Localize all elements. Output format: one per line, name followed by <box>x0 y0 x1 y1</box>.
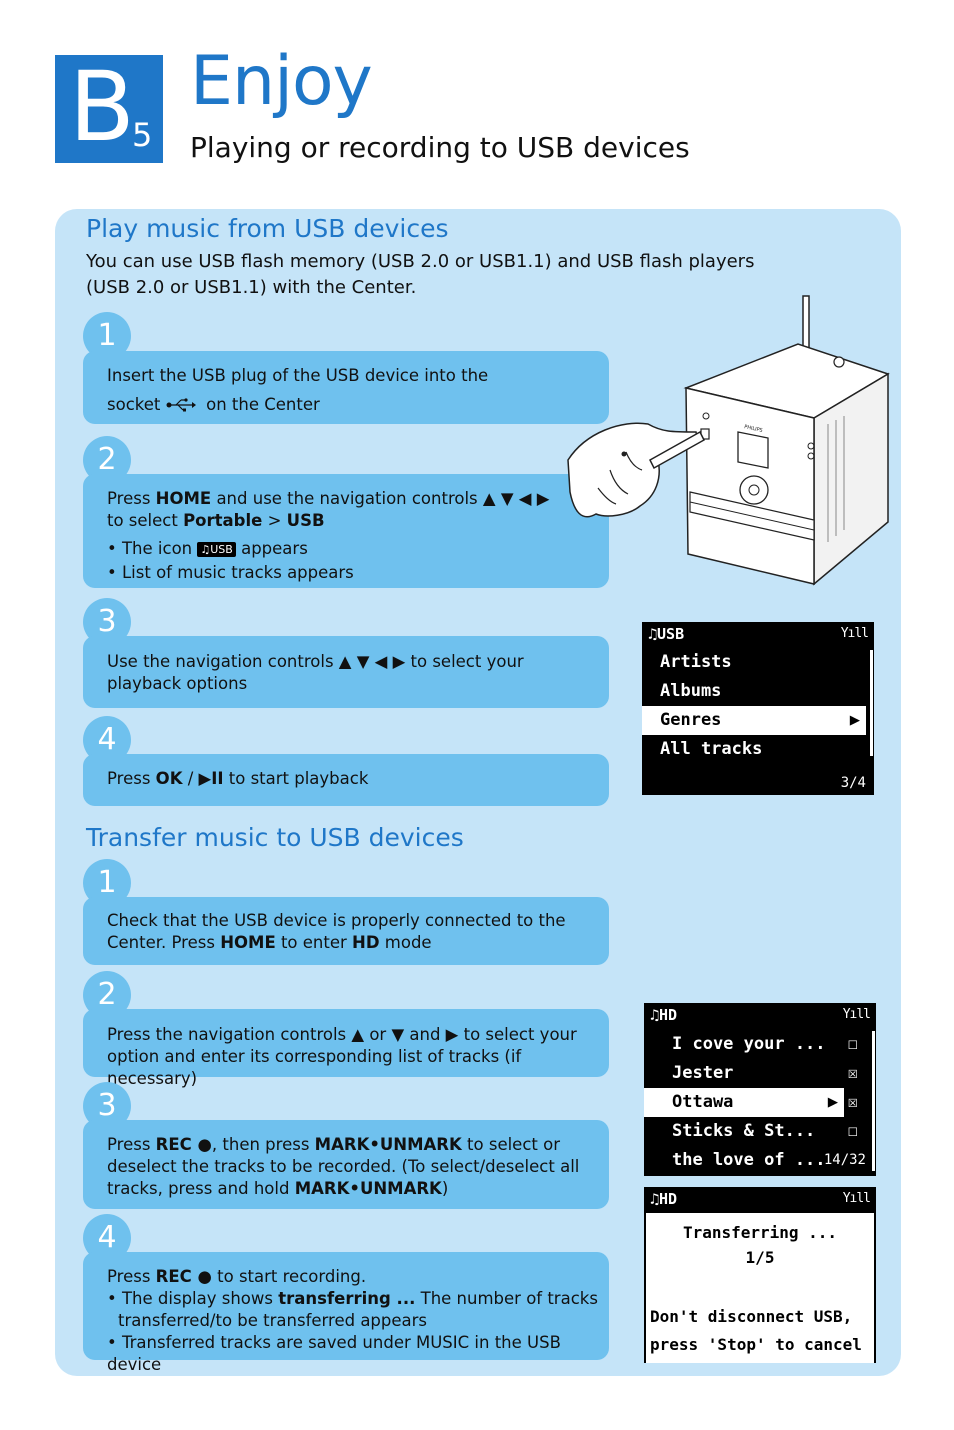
transfer-status: Transferring ... <box>682 1223 838 1242</box>
play-step-2-bullet1: • The icon <box>107 539 193 558</box>
play-intro: You can use USB flash memory (USB 2.0 or… <box>86 251 755 298</box>
track-label: Sticks & St... <box>672 1121 816 1141</box>
badge-letter: B <box>69 51 135 163</box>
transfer-step-1-enter: to enter <box>275 933 353 952</box>
chevron-right-icon: ▶ <box>849 710 860 730</box>
signal-icon: Yıll <box>842 1007 871 1022</box>
home-key-label: HOME <box>155 489 212 508</box>
mark-unmark-key-label: MARK•UNMARK <box>294 1179 442 1198</box>
transfer-step-4-press: Press <box>107 1267 156 1286</box>
play-step-1-center: on the Center <box>206 395 320 414</box>
signal-icon: Yıll <box>840 626 869 641</box>
screen-item-genres: Genres ▶ <box>642 706 866 735</box>
transfer-step-3-end: ) <box>441 1179 449 1198</box>
rec-key-label: REC ● <box>155 1267 212 1286</box>
usb-music-icon: ♫USB <box>197 542 236 557</box>
screen-scrollbar <box>870 650 873 756</box>
transferring-label: transferring ... <box>278 1289 416 1308</box>
track-label: I cove your ... <box>672 1034 826 1054</box>
transfer-step-1-text: Check that the USB device is properly co… <box>107 911 566 952</box>
usb-music-icon-label: USB <box>210 543 233 556</box>
transfer-step-4-bullet1: • The display shows <box>107 1289 279 1308</box>
transfer-step-4-bullet2: • Transferred tracks are saved under MUS… <box>107 1333 561 1374</box>
signal-icon: Yıll <box>842 1191 871 1206</box>
play-step-1-line1: Insert the USB plug of the USB device in… <box>107 366 489 385</box>
home-key-label: HOME <box>220 933 276 952</box>
hd-tracks-screen: ♫HD Yıll I cove your ... ☐ Jester ☒ Otta… <box>644 1003 876 1176</box>
transfer-step-2: Press the navigation controls ▲ or ▼ and… <box>83 1009 609 1088</box>
screen-item-genres-label: Genres <box>660 710 722 730</box>
play-step-2-nav: and use the navigation controls ▲ ▼ ◀ ▶ <box>211 489 550 508</box>
track-row: Jester ☒ <box>644 1059 868 1088</box>
usb-menu-screen: ♫USB Yıll Artists Albums Genres ▶ All tr… <box>642 622 874 795</box>
play-step-2-bullet2: • List of music tracks appears <box>107 563 354 582</box>
transfer-section-title: Transfer music to USB devices <box>86 823 464 852</box>
screen-item-artists: Artists <box>660 652 732 672</box>
play-step-2-press: Press <box>107 489 156 508</box>
checkbox-icon: ☐ <box>847 1121 858 1141</box>
device-illustration: PHILIPS <box>566 292 896 612</box>
rec-key-label: REC ● <box>155 1135 212 1154</box>
page-title: Enjoy <box>190 42 373 121</box>
page-subtitle: Playing or recording to USB devices <box>190 131 690 164</box>
play-step-2-appears: appears <box>241 539 308 558</box>
transfer-step-3-press: Press <box>107 1135 156 1154</box>
mark-unmark-key-label: MARK•UNMARK <box>314 1135 462 1154</box>
play-pause-icon: ▶II <box>198 769 224 788</box>
transfer-step-4: Press REC ● to start recording. • The di… <box>83 1252 609 1374</box>
hd-label: HD <box>352 933 380 952</box>
play-step-4: Press OK / ▶II to start playback <box>83 754 609 806</box>
screen-scrollbar <box>872 1031 875 1171</box>
play-step-1: Insert the USB plug of the USB device in… <box>83 351 609 424</box>
transfer-step-1: Check that the USB device is properly co… <box>83 897 609 965</box>
screen-header-usb: ♫USB <box>648 625 685 643</box>
chevron-right-icon: ▶ <box>827 1092 838 1112</box>
track-label: the love of ... <box>672 1150 826 1170</box>
screen-count: 14/32 <box>823 1152 866 1168</box>
play-step-3: Use the navigation controls ▲ ▼ ◀ ▶ to s… <box>83 636 609 708</box>
screen-item-albums: Albums <box>660 681 722 701</box>
screen-header-hd: ♫HD <box>650 1190 678 1208</box>
play-step-2-select: to select <box>107 511 184 530</box>
play-step-3-text: Use the navigation controls ▲ ▼ ◀ ▶ to s… <box>107 652 524 693</box>
transfer-step-4-count: The number of tracks transferred/to be t… <box>118 1289 598 1330</box>
checkbox-icon: ☒ <box>847 1063 858 1083</box>
transfer-screen: ♫HD Yıll Transferring ... 1/5 Don't disc… <box>644 1187 876 1363</box>
play-step-4-tail: to start playback <box>223 769 369 788</box>
badge-subscript: 5 <box>132 116 153 154</box>
screen-item-all-tracks: All tracks <box>660 739 763 759</box>
transfer-progress: 1/5 <box>745 1248 775 1267</box>
transfer-step-3-text: to select or deselect the tracks to be r… <box>107 1135 580 1198</box>
transfer-message: Transferring ... 1/5 Don't disconnect US… <box>646 1213 874 1363</box>
screen-header-hd: ♫HD <box>650 1006 678 1024</box>
transfer-step-2-text: Press the navigation controls ▲ or ▼ and… <box>107 1025 577 1088</box>
track-label: Ottawa <box>672 1092 734 1112</box>
section-badge: B 5 <box>55 51 163 163</box>
play-section-title: Play music from USB devices <box>86 214 449 243</box>
usb-socket-icon <box>166 396 196 418</box>
track-row: Ottawa ▶ <box>644 1088 844 1117</box>
transfer-step-4-start: to start recording. <box>211 1267 367 1286</box>
checkbox-icon: ☐ <box>847 1034 858 1054</box>
transfer-warning-line1: Don't disconnect USB, <box>650 1307 853 1326</box>
play-step-4-slash: / <box>182 769 199 788</box>
track-row: Sticks & St... ☐ <box>644 1117 868 1146</box>
ok-key-label: OK <box>155 769 183 788</box>
play-step-4-press: Press <box>107 769 156 788</box>
checkbox-icon: ☒ <box>847 1092 858 1112</box>
usb-label: USB <box>286 511 325 530</box>
screen-count: 3/4 <box>840 775 866 791</box>
transfer-warning-line2: press 'Stop' to cancel <box>650 1335 862 1354</box>
transfer-step-3: Press REC ●, then press MARK•UNMARK to s… <box>83 1120 609 1209</box>
portable-label: Portable <box>183 511 263 530</box>
track-row: I cove your ... ☐ <box>644 1030 868 1059</box>
transfer-step-3-then: , then press <box>211 1135 315 1154</box>
play-step-2: Press HOME and use the navigation contro… <box>83 474 609 588</box>
track-label: Jester <box>672 1063 734 1083</box>
track-row: the love of ... <box>644 1146 868 1175</box>
play-step-2-gt: > <box>262 511 287 530</box>
play-step-1-socket: socket <box>107 395 161 414</box>
transfer-step-1-mode: mode <box>379 933 432 952</box>
